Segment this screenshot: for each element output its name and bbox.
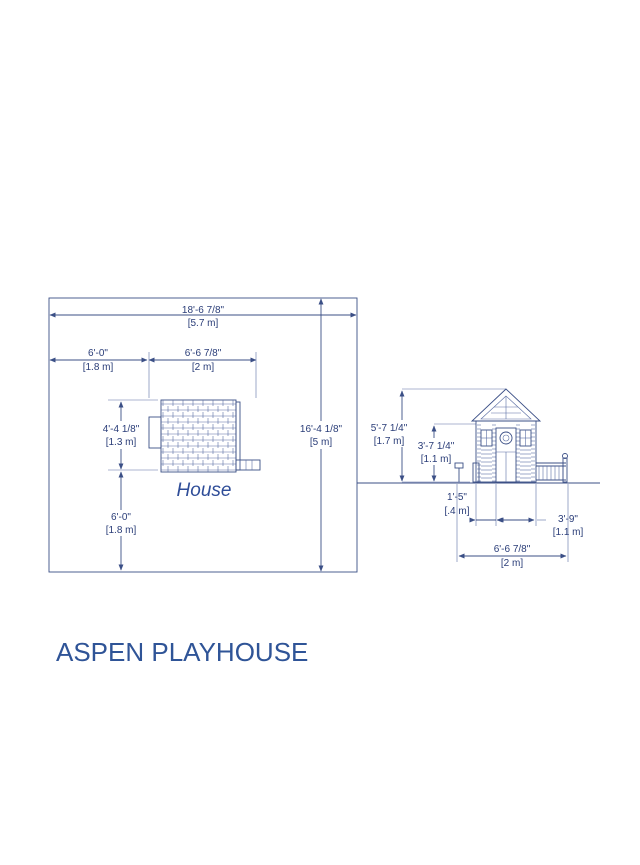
elevation-total-width-m: [2 m] (501, 558, 523, 569)
house-depth-ft: 4'-4 1/8" (103, 424, 140, 435)
front-elevation: 5'-7 1/4" [1.7 m] 3'-7 1/4" [1.1 m] (357, 388, 600, 569)
total-depth-m: [5 m] (310, 437, 332, 448)
left-clearance-ft: 6'-0" (88, 348, 108, 359)
left-clearance-m: [1.8 m] (83, 362, 114, 373)
diagram-title: ASPEN PLAYHOUSE (56, 637, 308, 667)
house-width-ft: 6'-6 7/8" (185, 348, 222, 359)
total-width-m: [5.7 m] (188, 318, 219, 329)
total-depth-ft: 16'-4 1/8" (300, 424, 343, 435)
door-wreath (499, 431, 513, 445)
front-clearance-ft: 6'-0" (111, 512, 131, 523)
house-depth-m: [1.3 m] (106, 437, 137, 448)
wall-height-m: [1.1 m] (421, 454, 452, 465)
total-width-ft: 18'-6 7/8" (182, 305, 225, 316)
porch-railing (538, 466, 564, 480)
house-footprint (148, 399, 261, 473)
plan-view: 18'-6 7/8" [5.7 m] 6'-0" [1.8 m] 6'-6 7/… (48, 297, 358, 573)
playhouse-front-drawing (454, 388, 568, 483)
overall-height-ft: 5'-7 1/4" (371, 423, 408, 434)
site-boundary (48, 297, 358, 573)
wall-siding (477, 424, 535, 482)
overall-height-m: [1.7 m] (374, 436, 405, 447)
front-clearance-m: [1.8 m] (106, 525, 137, 536)
house-width-m: [2 m] (192, 362, 214, 373)
roof-shingles (161, 400, 236, 472)
wall-height-ft: 3'-7 1/4" (418, 441, 455, 452)
house-label: House (177, 480, 232, 501)
elevation-total-width-ft: 6'-6 7/8" (494, 544, 531, 555)
